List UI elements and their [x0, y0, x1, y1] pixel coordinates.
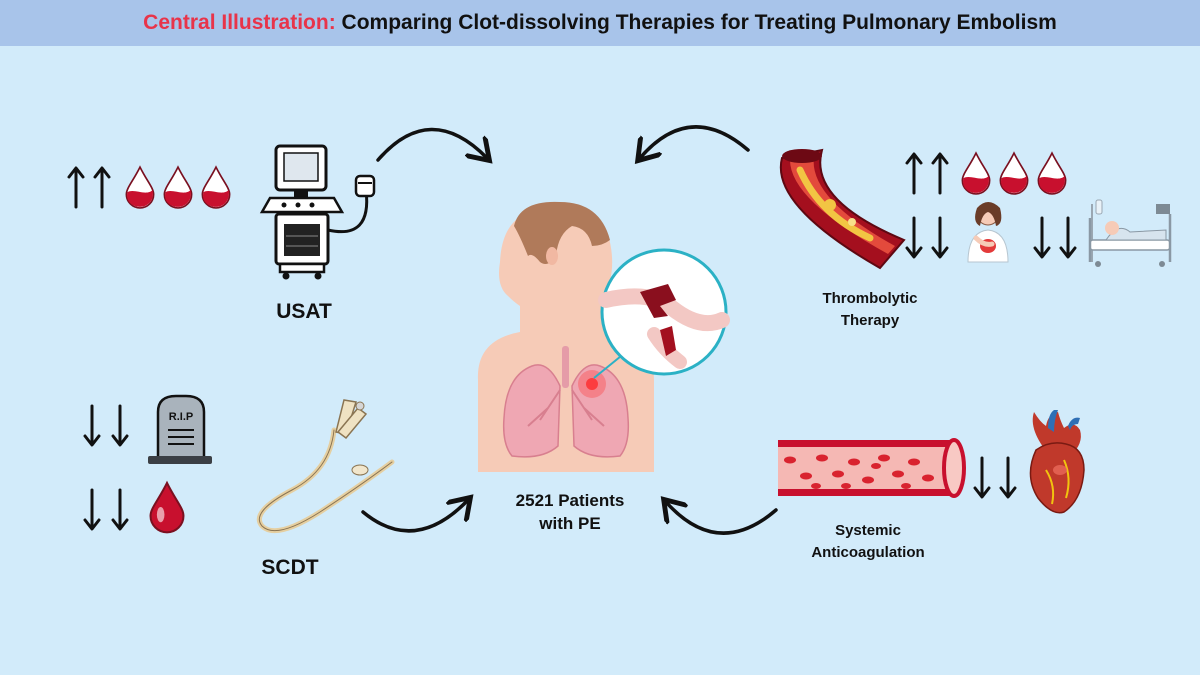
center-label-line2: with PE [539, 514, 601, 533]
thrombolytic-decrease-indicators [905, 199, 1172, 267]
arrow-scdt-to-patients [361, 500, 468, 533]
hospital-bed-icon [1088, 199, 1172, 267]
usat-label: USAT [254, 300, 354, 324]
title-main: Comparing Clot-dissolving Therapies for … [341, 11, 1057, 34]
center-label: 2521 Patients with PE [490, 489, 650, 535]
clotted-vessel-icon [779, 148, 906, 270]
embolism-magnifier-icon [593, 248, 730, 379]
tombstone-icon: R.I.P [148, 394, 212, 464]
blood-drop-icon [149, 481, 185, 534]
blood-drop-icon [163, 166, 193, 209]
center-label-line1: 2521 Patients [515, 491, 625, 510]
chest-pain-person-icon [967, 202, 1009, 263]
down-arrow-icon [931, 216, 949, 259]
anticoag-label: Systemic Anticoagulation [788, 520, 948, 564]
down-arrow-icon [111, 488, 129, 531]
scdt-decrease-bleeding-indicator [83, 481, 185, 534]
down-arrow-icon [83, 404, 101, 447]
vessel-with-cells-icon [778, 438, 966, 498]
blood-drop-icon [201, 166, 231, 209]
arrow-thrombolytic-to-patients [640, 125, 750, 158]
down-arrow-icon [905, 216, 923, 259]
catheter-icon [256, 399, 395, 534]
title-bar: Central Illustration: Comparing Clot-dis… [0, 0, 1200, 46]
lungs-icon [502, 346, 630, 458]
usat-label-text: USAT [276, 300, 332, 323]
down-arrow-icon [973, 456, 991, 499]
scdt-label: SCDT [240, 556, 340, 580]
thrombolytic-label-line2: Therapy [840, 312, 900, 329]
scdt-decrease-mortality-indicator: R.I.P [83, 394, 212, 464]
anticoag-decrease-indicator [973, 410, 1085, 514]
blood-drop-icon [125, 166, 155, 209]
up-arrow-icon [93, 166, 111, 209]
anticoag-label-line1: Systemic [835, 522, 901, 539]
thrombolytic-increase-bleeding-indicator [905, 152, 1067, 195]
thrombolytic-label-line1: Thrombolytic [822, 290, 918, 307]
ultrasound-machine-icon [259, 144, 376, 280]
down-arrow-icon [1059, 216, 1077, 259]
scdt-label-text: SCDT [261, 556, 319, 579]
svg-text:R.I.P: R.I.P [169, 411, 193, 423]
arrow-anticoag-to-patients [666, 502, 778, 535]
down-arrow-icon [111, 404, 129, 447]
down-arrow-icon [1033, 216, 1051, 259]
down-arrow-icon [999, 456, 1017, 499]
thrombolytic-label: Thrombolytic Therapy [790, 288, 950, 332]
title-accent: Central Illustration: [143, 11, 336, 34]
usat-increase-bleeding-indicator [67, 166, 231, 209]
blood-drop-icon [1037, 152, 1067, 195]
up-arrow-icon [67, 166, 85, 209]
blood-drop-icon [961, 152, 991, 195]
page-title: Central Illustration: Comparing Clot-dis… [143, 11, 1057, 35]
heart-icon [1029, 410, 1085, 514]
down-arrow-icon [83, 488, 101, 531]
up-arrow-icon [931, 152, 949, 195]
anticoag-label-line2: Anticoagulation [811, 544, 925, 561]
blood-drop-icon [999, 152, 1029, 195]
up-arrow-icon [905, 152, 923, 195]
arrow-usat-to-patients [376, 127, 487, 160]
